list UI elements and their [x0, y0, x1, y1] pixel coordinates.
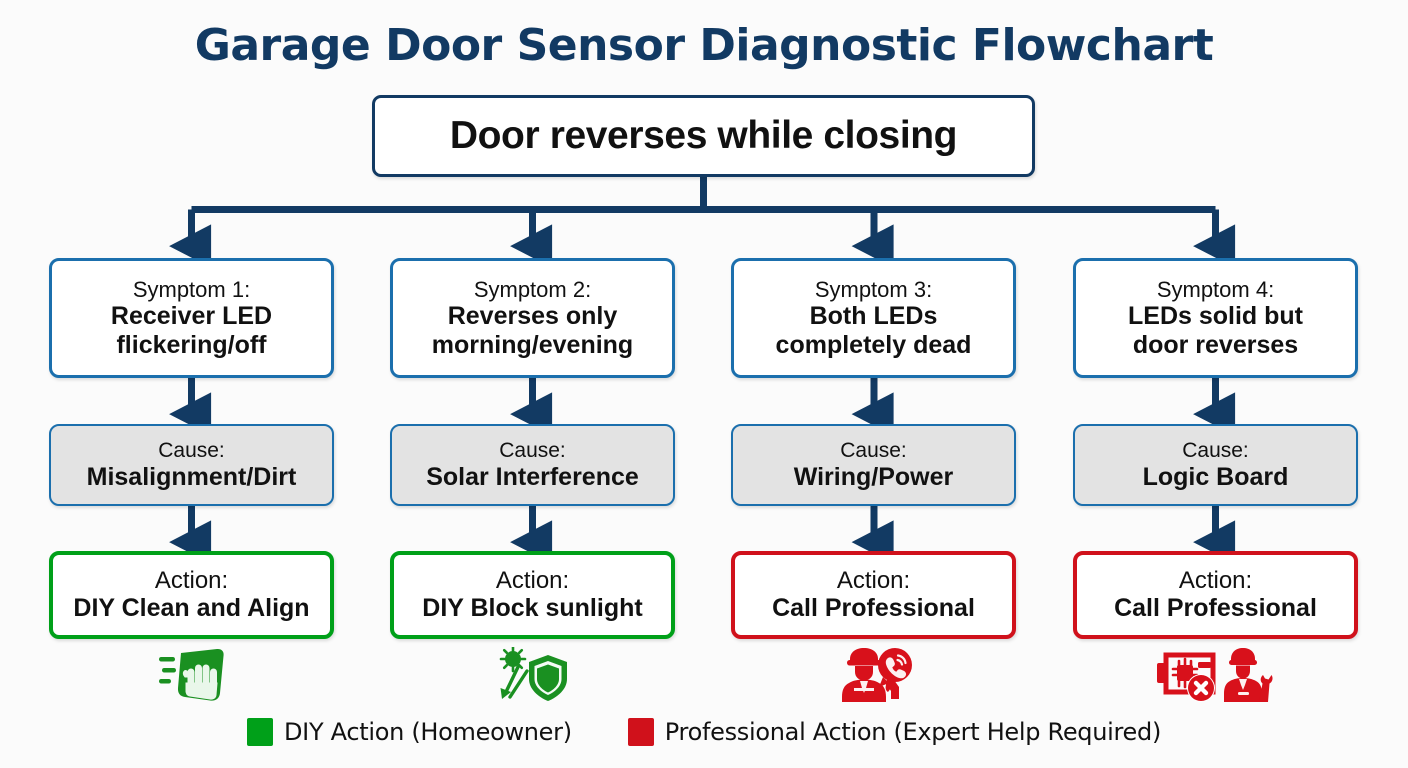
cause-node-4[interactable]: Cause: Logic Board — [1073, 424, 1358, 506]
legend-entry-professional: Professional Action (Expert Help Require… — [627, 718, 1162, 746]
cause-node-3[interactable]: Cause: Wiring/Power — [731, 424, 1016, 506]
legend-label-professional: Professional Action (Expert Help Require… — [664, 718, 1162, 746]
cause-node-2-heading: Cause: — [499, 438, 566, 462]
root-node[interactable]: Door reverses while closing — [372, 95, 1035, 177]
action-node-2-line1: DIY Block sunlight — [422, 594, 643, 623]
cleaning-cloth-hand-icon — [158, 648, 224, 701]
symptom-node-1[interactable]: Symptom 1: Receiver LED flickering/off — [49, 258, 334, 378]
action-node-4-line1: Call Professional — [1114, 594, 1317, 623]
action-icon-2-wrap — [390, 645, 675, 705]
symptom-node-3-heading: Symptom 3: — [814, 276, 933, 302]
root-node-label: Door reverses while closing — [449, 113, 958, 157]
action-node-3[interactable]: Action: Call Professional — [731, 551, 1016, 639]
symptom-node-2-line1: Reverses only — [447, 302, 618, 331]
legend-swatch-professional — [627, 718, 654, 746]
cause-node-4-line1: Logic Board — [1142, 462, 1289, 491]
symptom-node-4-line1: LEDs solid but — [1128, 302, 1303, 331]
action-node-2[interactable]: Action: DIY Block sunlight — [390, 551, 675, 639]
page-title: Garage Door Sensor Diagnostic Flowchart — [194, 20, 1214, 71]
sun-shield-icon — [499, 647, 567, 701]
symptom-node-2-line2: morning/evening — [431, 330, 634, 359]
technician-phone-icon — [841, 648, 912, 702]
cause-node-1-heading: Cause: — [158, 438, 225, 462]
symptom-node-1-line1: Receiver LED — [110, 302, 273, 331]
action-node-3-line1: Call Professional — [772, 594, 975, 623]
symptom-node-3-line2: completely dead — [775, 330, 972, 359]
cause-node-2[interactable]: Cause: Solar Interference — [390, 424, 675, 506]
circuit-board-error-icon — [1156, 652, 1215, 702]
symptom-node-3-line1: Both LEDs — [809, 302, 938, 331]
symptom-node-2-heading: Symptom 2: — [473, 276, 592, 302]
action-icon-1-wrap — [49, 645, 334, 705]
symptom-node-1-line2: flickering/off — [116, 330, 267, 359]
legend-entry-diy: DIY Action (Homeowner) — [246, 718, 572, 746]
symptom-node-4-line2: door reverses — [1132, 330, 1299, 359]
action-node-1-line1: DIY Clean and Align — [73, 594, 310, 623]
cause-node-1[interactable]: Cause: Misalignment/Dirt — [49, 424, 334, 506]
cause-node-3-line1: Wiring/Power — [793, 462, 954, 491]
cause-node-3-heading: Cause: — [840, 438, 907, 462]
action-node-4[interactable]: Action: Call Professional — [1073, 551, 1358, 639]
legend-swatch-diy — [246, 718, 273, 746]
technician-wrench-icon — [1223, 648, 1273, 702]
symptom-node-3[interactable]: Symptom 3: Both LEDs completely dead — [731, 258, 1016, 378]
symptom-node-2[interactable]: Symptom 2: Reverses only morning/evening — [390, 258, 675, 378]
symptom-node-4[interactable]: Symptom 4: LEDs solid but door reverses — [1073, 258, 1358, 378]
action-node-3-heading: Action: — [836, 567, 911, 595]
action-node-1-heading: Action: — [154, 567, 229, 595]
action-node-1[interactable]: Action: DIY Clean and Align — [49, 551, 334, 639]
action-icon-3-wrap — [731, 645, 1016, 705]
action-icon-4-wrap — [1073, 645, 1358, 705]
legend: DIY Action (Homeowner) Professional Acti… — [0, 718, 1408, 746]
cause-node-2-line1: Solar Interference — [426, 462, 639, 491]
symptom-node-1-heading: Symptom 1: — [132, 276, 251, 302]
action-node-4-heading: Action: — [1178, 567, 1253, 595]
action-node-2-heading: Action: — [495, 567, 570, 595]
legend-label-diy: DIY Action (Homeowner) — [283, 718, 572, 746]
cause-node-4-heading: Cause: — [1182, 438, 1249, 462]
cause-node-1-line1: Misalignment/Dirt — [86, 462, 297, 491]
symptom-node-4-heading: Symptom 4: — [1156, 276, 1275, 302]
